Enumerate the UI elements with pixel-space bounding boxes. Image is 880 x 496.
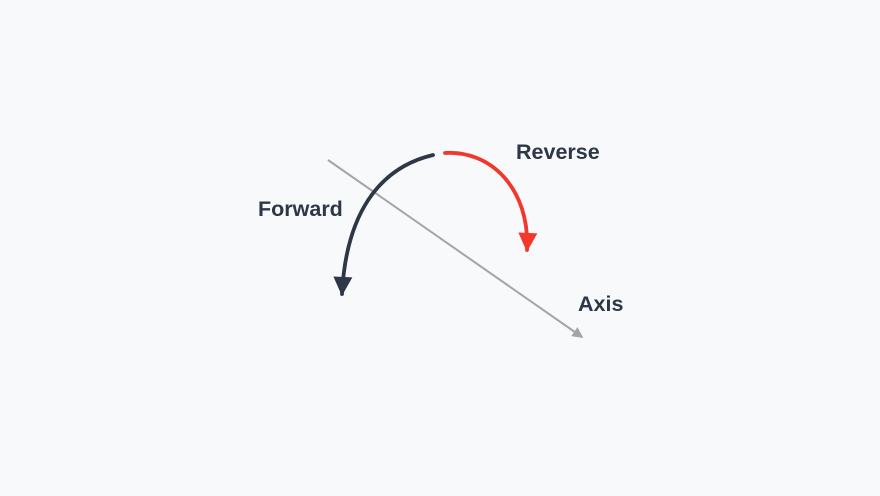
- forward-label: Forward: [258, 197, 343, 221]
- axis-arrow: [327, 159, 584, 338]
- axis-label: Axis: [578, 292, 623, 316]
- reverse-rotation-arrow: [443, 151, 538, 252]
- reverse-label: Reverse: [516, 140, 600, 164]
- forward-rotation-arrow: [333, 153, 435, 296]
